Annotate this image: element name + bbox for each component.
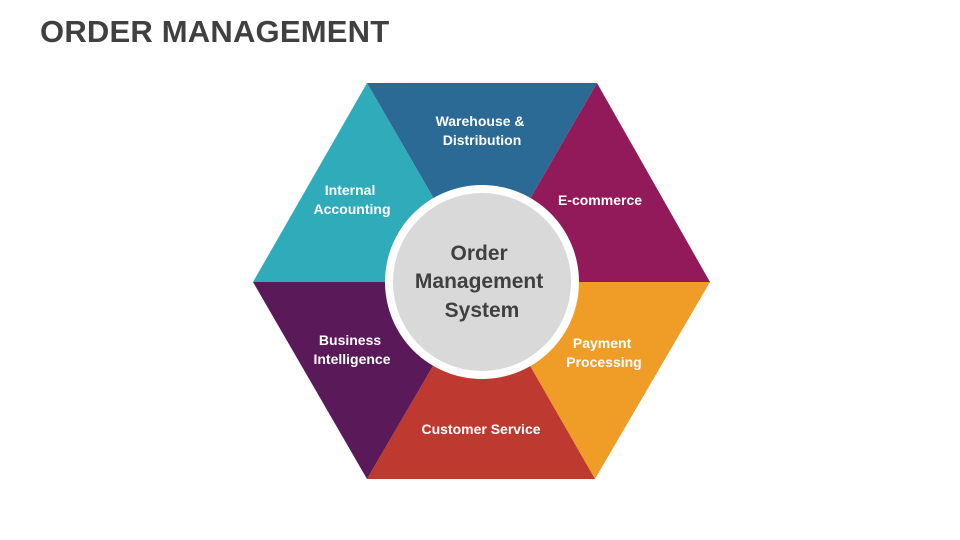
label-internal-accounting: Internal Accounting bbox=[314, 182, 391, 217]
center-circle bbox=[393, 193, 571, 371]
label-ecommerce: E-commerce bbox=[558, 192, 642, 208]
center-label: Order Management System bbox=[415, 242, 549, 322]
page-title: ORDER MANAGEMENT bbox=[40, 14, 390, 49]
segment-customer-service bbox=[367, 282, 595, 479]
segment-warehouse bbox=[367, 83, 597, 282]
label-warehouse: Warehouse & Distribution bbox=[436, 113, 529, 148]
label-customer-service: Customer Service bbox=[421, 421, 540, 437]
label-payment: Payment Processing bbox=[566, 335, 641, 370]
label-business-intelligence: Business Intelligence bbox=[313, 332, 390, 367]
